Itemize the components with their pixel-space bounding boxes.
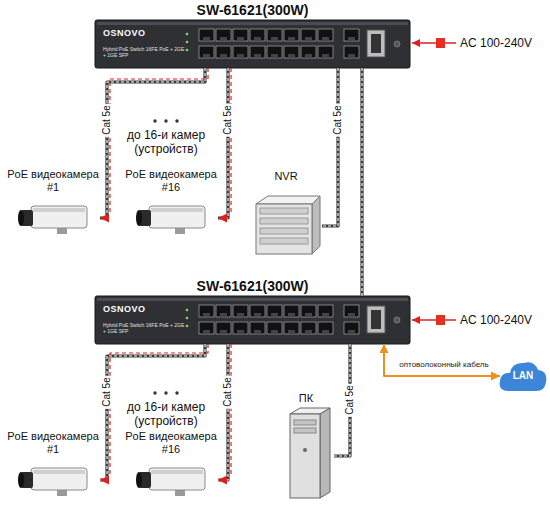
note-label: до 16-и камер (устройств): [118, 400, 214, 428]
cable-label: Cat 5e: [101, 375, 113, 408]
device-label: PoE видеокамера #1: [6, 166, 100, 194]
pc-node: ПК: [278, 390, 334, 500]
switch-box: SW-61621(300W)OSNOVOHybrid PoE Switch 16…: [95, 296, 410, 344]
pc-front: [290, 414, 320, 498]
dot: [153, 391, 156, 394]
pc-bay: [294, 428, 316, 433]
dot: [175, 391, 178, 394]
panel-text: Hybrid PoE Switch 16FE PoE + 2GE + 1GE S…: [103, 322, 185, 334]
brand-logo: OSNOVO: [103, 304, 146, 314]
cable-twist: [322, 68, 338, 226]
camera-illustration: [136, 468, 205, 496]
switch-illustration: [95, 296, 410, 344]
arrow-heads: [322, 68, 338, 226]
camera-illustration: [136, 206, 205, 234]
power-arrow: [412, 319, 456, 321]
power-label: AC 100-240V: [460, 313, 532, 327]
cable-label: Cat 5e: [222, 103, 234, 136]
dot: [175, 119, 178, 122]
power-arrow: [412, 42, 456, 44]
drive-bay: [260, 208, 308, 214]
power-label: AC 100-240V: [460, 36, 532, 50]
brand-logo: OSNOVO: [103, 28, 146, 38]
cable-twist: [218, 68, 228, 218]
cable-label: Cat 5e: [222, 375, 234, 408]
device-label: PoE видеокамера #16: [124, 428, 218, 456]
dot: [164, 391, 167, 394]
camera-node: PoE видеокамера #16: [124, 428, 218, 502]
cable-line: [218, 344, 228, 480]
power-plug: [436, 38, 445, 48]
note-label: до 16-и камер (устройств): [118, 128, 214, 156]
device-title: SW-61621(300W): [95, 2, 410, 18]
cable-line: [360, 68, 363, 296]
poe-power-line: [230, 68, 231, 215]
camera-illustration: [18, 206, 87, 234]
switch-box: SW-61621(300W)OSNOVOHybrid PoE Switch 16…: [95, 20, 410, 68]
device-title: SW-61621(300W): [95, 278, 410, 294]
cable-twist: [218, 344, 228, 480]
cable-line: [322, 68, 338, 226]
pc-side: [320, 408, 330, 498]
arrow-heads: [218, 344, 228, 480]
poe-power-line: [230, 344, 231, 477]
cable-twist: [361, 68, 362, 296]
camera-node: PoE видеокамера #16: [124, 166, 218, 240]
cable-connector: [322, 68, 338, 226]
arrow-heads: [362, 68, 363, 296]
arrow-heads: [384, 344, 500, 376]
dot: [153, 119, 156, 122]
fiber-cable: [384, 344, 500, 376]
power-plug: [436, 315, 445, 325]
cable-connector: [362, 68, 363, 296]
camera-illustration: [18, 468, 87, 496]
power-feed: [412, 38, 456, 325]
drive-bay: [260, 218, 308, 224]
nvr-front: [256, 204, 312, 254]
cable-connector: [218, 68, 231, 218]
nvr-side: [312, 196, 320, 254]
dot: [164, 119, 167, 122]
drive-bay: [260, 228, 308, 234]
nvr-node: NVR: [250, 168, 322, 258]
nvr-illustration: [256, 196, 320, 254]
pc-bay: [294, 420, 316, 425]
cable-label: Cat 5e: [344, 383, 356, 416]
device-label: PoE видеокамера #16: [124, 166, 218, 194]
cable-line: [218, 68, 228, 218]
camera-node: PoE видеокамера #1: [6, 428, 100, 502]
pc-illustration: [290, 408, 330, 498]
camera-node: PoE видеокамера #1: [6, 166, 100, 240]
device-label: ПК: [278, 390, 334, 405]
cable-label: Cat 5e: [332, 103, 344, 136]
cable-connector: [218, 344, 231, 480]
lan-cloud-node: LAN: [500, 359, 546, 393]
nvr-top: [256, 196, 320, 204]
pc-button: [303, 448, 307, 452]
device-label: NVR: [250, 168, 322, 183]
cable-label: Cat 5e: [101, 103, 113, 136]
cable-type-label: оптоволоконный кабель: [397, 360, 490, 370]
drive-bay: [260, 238, 308, 244]
device-label: PoE видеокамера #1: [6, 428, 100, 456]
switch-illustration: [95, 20, 410, 68]
network-label: LAN: [500, 359, 546, 393]
panel-text: Hybrid PoE Switch 16FE PoE + 2GE + 1GE S…: [103, 46, 185, 58]
arrow-heads: [218, 68, 228, 218]
fiber-line: [384, 344, 500, 376]
